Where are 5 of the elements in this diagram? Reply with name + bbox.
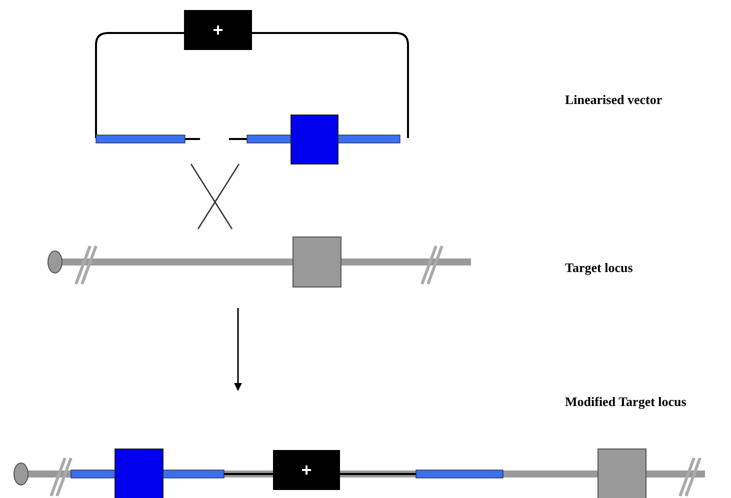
marker-box: + (273, 450, 340, 490)
arrow (234, 308, 242, 391)
caption-label: Linearised vector (565, 92, 662, 108)
caption-label: Modified Target locus (565, 394, 686, 410)
caption-label: Target locus (565, 260, 633, 276)
